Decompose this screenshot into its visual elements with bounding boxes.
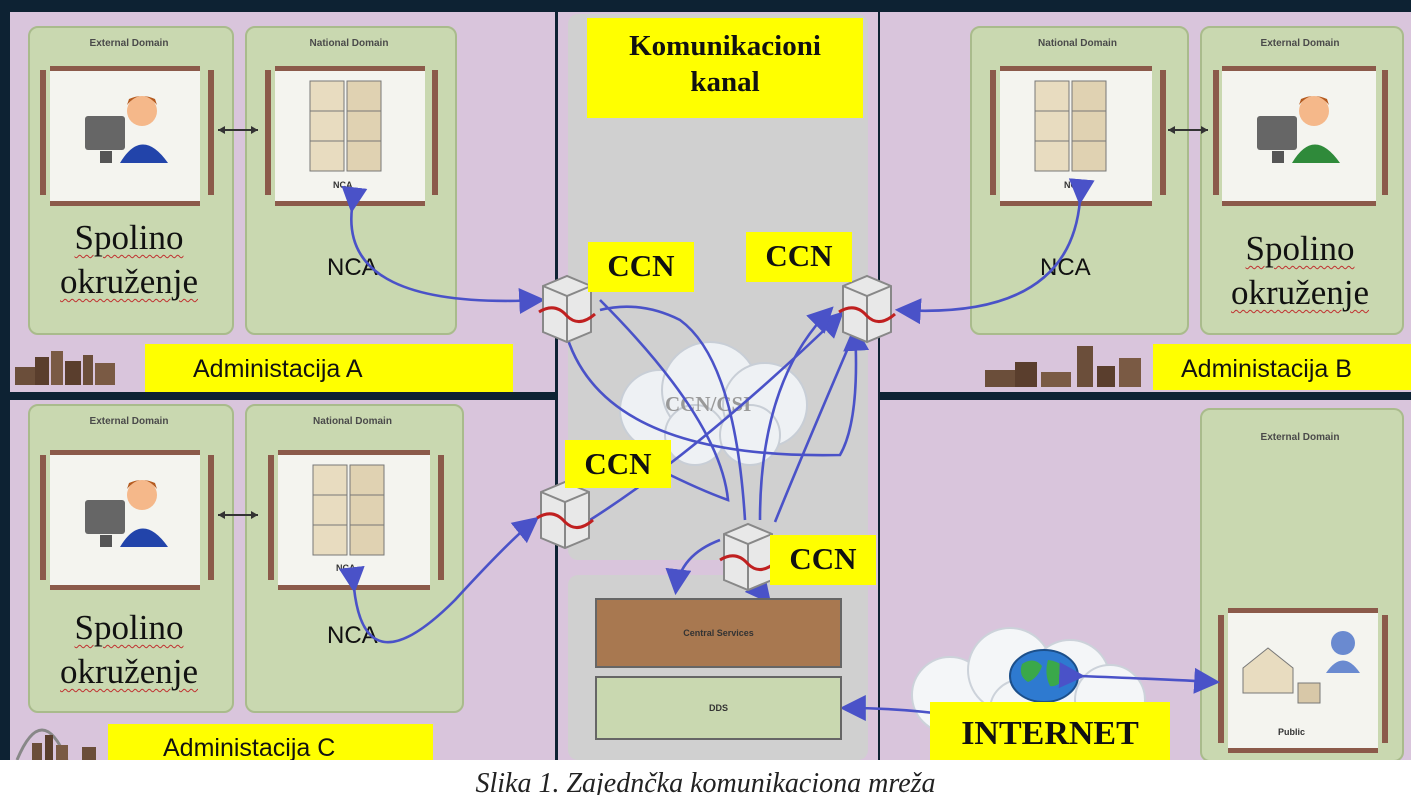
- public-label: Public: [1278, 727, 1306, 737]
- frame-side: [432, 70, 438, 195]
- channel-title-line2: kanal: [690, 66, 760, 98]
- frame-side: [268, 455, 274, 580]
- dds-box: DDS: [595, 676, 842, 740]
- frame-side: [1218, 615, 1224, 743]
- frame-side: [40, 455, 46, 580]
- central-services-label: Central Services: [683, 628, 754, 638]
- spolino-line2: okruženje: [60, 652, 198, 691]
- ccn-node-icon: [536, 480, 594, 550]
- nca-badge: NCA: [333, 180, 353, 190]
- frame-side: [208, 455, 214, 580]
- channel-title-line1: Komunikacioni: [629, 30, 821, 62]
- external-domain-label: External Domain: [1260, 38, 1340, 49]
- ccn-node-icon: [838, 274, 896, 344]
- administacija-b-label: Administacija B: [1153, 344, 1411, 390]
- internet-label: INTERNET: [930, 702, 1170, 762]
- frame-side: [40, 70, 46, 195]
- ccn-node-icon: [538, 274, 596, 344]
- server-rack-icon: [309, 80, 382, 172]
- public-users-icon: [1242, 631, 1360, 704]
- frame-side: [1382, 70, 1388, 195]
- frame-side: [990, 70, 996, 195]
- public-frame: [1228, 608, 1378, 753]
- spolino-line1: Spolino: [74, 218, 184, 257]
- dds-label: DDS: [708, 703, 728, 713]
- national-domain-label: National Domain: [1038, 38, 1117, 49]
- city-skyline-icon: [985, 346, 1141, 387]
- user-workstation-frame: [50, 450, 200, 590]
- ccn-label-bottom: CCN: [770, 535, 876, 585]
- ccn-label-top-left: CCN: [588, 242, 694, 292]
- spolino-line1: Spolino: [74, 608, 184, 647]
- server-frame: [275, 66, 425, 206]
- cloud-label: CCN/CSI: [665, 392, 752, 416]
- frame-side: [208, 70, 214, 195]
- link-icon: [218, 126, 258, 134]
- user-workstation-frame: [1222, 66, 1376, 206]
- national-domain-label: National Domain: [309, 38, 389, 49]
- channel-title: Komunikacioni kanal: [587, 18, 863, 118]
- external-domain-label: External Domain: [89, 416, 169, 427]
- link-icon: [218, 511, 258, 519]
- administacija-a-label: Administacija A: [145, 344, 513, 392]
- city-skyline-icon: [15, 351, 115, 385]
- spolino-line1: Spolino: [1245, 229, 1355, 268]
- server-rack-icon: [1034, 80, 1107, 172]
- user-computer-icon: [1257, 96, 1340, 163]
- user-workstation-frame: [50, 66, 200, 206]
- central-services-box: Central Services: [595, 598, 842, 668]
- spolino-text: Spolino okruženje: [28, 606, 230, 694]
- external-domain-label: External Domain: [1260, 432, 1340, 443]
- external-domain-label: External Domain: [89, 38, 169, 49]
- spolino-line2: okruženje: [1231, 273, 1369, 312]
- frame-side: [1160, 70, 1166, 195]
- ccn-label-middle: CCN: [565, 440, 671, 488]
- spolino-text: Spolino okruženje: [1200, 227, 1400, 315]
- link-icon: [1168, 126, 1208, 134]
- frame-side: [1213, 70, 1219, 195]
- frame-side: [265, 70, 271, 195]
- administacija-c-label: Administacija C: [108, 724, 433, 764]
- user-computer-icon: [85, 480, 168, 547]
- spolino-line2: okruženje: [60, 262, 198, 301]
- ccn-label-top-right: CCN: [746, 232, 852, 282]
- frame-side: [1382, 615, 1388, 743]
- spolino-text: Spolino okruženje: [28, 216, 230, 304]
- national-domain-label: National Domain: [313, 416, 392, 427]
- user-computer-icon: [85, 96, 168, 163]
- arch-skyline-icon: [15, 728, 96, 760]
- figure-caption: Slika 1. Zajednčka komunikaciona mreža: [0, 760, 1411, 795]
